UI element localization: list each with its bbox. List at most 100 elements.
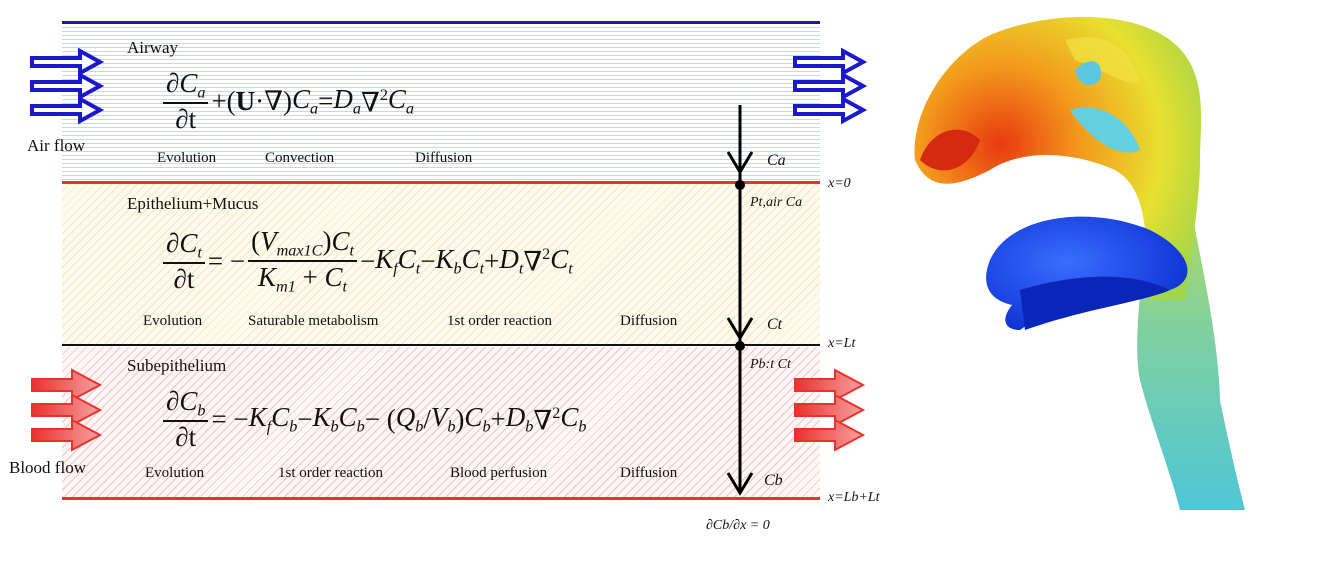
air-epithelium-interface <box>62 181 820 184</box>
blood-arrow-icon <box>31 418 103 452</box>
equation-operator: + <box>295 262 325 293</box>
epithelium-subepithelium-interface <box>62 344 820 346</box>
equation-operator: ) <box>322 226 332 256</box>
air-arrow-icon <box>793 47 868 77</box>
equation-operator: +( <box>211 86 236 117</box>
equation-operator: = − <box>207 245 246 276</box>
equation-fraction: ∂Ca∂t <box>163 68 209 135</box>
equation-operator: ∂ <box>166 68 180 98</box>
equation-term: Cb <box>338 402 365 436</box>
ct-label: Ct <box>767 316 783 333</box>
ca-label: Ca <box>767 152 786 169</box>
equation-operator: + <box>484 245 500 276</box>
blood-flow-label: Blood flow <box>9 458 86 477</box>
equation-operator: − ( <box>364 404 396 435</box>
blood-arrow-icon <box>794 393 866 427</box>
blood-arrow-icon <box>31 393 103 427</box>
epithelium-title: Epithelium+Mucus <box>127 194 259 213</box>
equation-term: U <box>235 86 256 117</box>
equation-term: Ct <box>461 243 485 278</box>
equation-term: Cb <box>464 402 491 436</box>
equation-operator: ∂t <box>175 104 197 135</box>
flux-arrow-icon <box>726 105 754 496</box>
pbt-label: Pb:t Ct <box>750 357 791 372</box>
equation-term: ·∇) <box>255 86 293 117</box>
blood-arrow-icon <box>794 368 866 402</box>
equation-term: ∇2 <box>360 85 388 117</box>
term-label: Diffusion <box>620 465 678 481</box>
equation-term: Ca <box>292 84 319 118</box>
equation-operator: ∂ <box>166 227 180 258</box>
equation-operator: ∂t <box>175 422 197 453</box>
equation-term: ∇2 <box>523 245 551 277</box>
air-arrow-icon <box>793 95 868 125</box>
blood-arrow-icon <box>31 368 103 402</box>
equation-term: Kf <box>375 243 398 278</box>
air-flow-label: Air flow <box>27 136 86 155</box>
equation-term: Cb <box>271 402 298 436</box>
term-label: 1st order reaction <box>278 465 383 481</box>
equation-term: Ct <box>331 226 354 260</box>
airway-title: Airway <box>127 38 178 57</box>
boundary-condition-label: ∂Cb/∂x = 0 <box>706 518 770 533</box>
equation-term: Ct <box>324 262 348 296</box>
equation-term: Kb <box>435 243 462 278</box>
equation-term: Dt <box>499 243 524 278</box>
term-label: Diffusion <box>415 150 473 166</box>
term-label: Saturable metabolism <box>248 313 379 329</box>
term-label: Convection <box>265 150 335 166</box>
equation-term: Ct <box>550 243 573 278</box>
equation-term: Ca <box>179 68 206 102</box>
equation-term: Cb <box>179 386 206 420</box>
equation-operator: = − <box>211 404 249 435</box>
air-arrow-icon <box>30 95 105 125</box>
equation-fraction: ∂Cb∂t <box>163 386 209 453</box>
air-arrow-icon <box>30 71 105 101</box>
equation-term: Kb <box>312 402 339 436</box>
xlblt-label: x=Lb+Lt <box>828 490 880 505</box>
equation-operator: / <box>423 404 431 435</box>
flow-arrows <box>30 47 868 496</box>
subepithelium-title: Subepithelium <box>127 356 227 375</box>
equation-term: Kf <box>248 402 272 436</box>
cb-label: Cb <box>764 472 783 489</box>
nasal-airway-3d-model <box>914 16 1245 510</box>
equation-fraction: ∂Ct∂t <box>163 228 205 295</box>
equation-term: Ct <box>179 227 202 262</box>
equation-operator: ∂ <box>166 386 180 416</box>
equation-operator: − <box>420 245 436 276</box>
equation-operator: + <box>490 404 506 435</box>
epithelium-layer <box>62 184 820 345</box>
equation-term: Ct <box>397 243 421 278</box>
subepithelium-layer <box>62 347 820 498</box>
xlt-label: x=Lt <box>828 336 856 351</box>
equation-operator: ∂t <box>173 263 195 294</box>
term-label: 1st order reaction <box>447 313 552 329</box>
term-label: Evolution <box>145 465 205 481</box>
interface-node <box>735 180 745 190</box>
equation-operator: ) <box>455 404 465 435</box>
equation-operator: − <box>359 245 376 276</box>
term-label: Evolution <box>157 150 217 166</box>
equation-operator: = <box>318 86 334 117</box>
equation-operator: ( <box>251 226 261 256</box>
equation-term: Cb <box>560 402 587 436</box>
equation-term: ∇2 <box>533 403 561 435</box>
air-arrow-icon <box>793 71 868 101</box>
term-label: Diffusion <box>620 313 678 329</box>
equation-term: Ca <box>387 84 415 118</box>
equation-term: Vmax1C <box>260 226 323 260</box>
equation-term: Db <box>505 402 534 436</box>
bottom-boundary-line <box>62 497 820 500</box>
equation-term: Km1 <box>257 262 296 296</box>
equation-term: Vb <box>430 402 456 436</box>
pt-air-label: Pt,air Ca <box>750 195 803 210</box>
equation-term: Da <box>333 84 361 118</box>
equation-operator: − <box>297 404 313 435</box>
x0-label: x=0 <box>828 176 851 191</box>
interface-node <box>735 341 745 351</box>
